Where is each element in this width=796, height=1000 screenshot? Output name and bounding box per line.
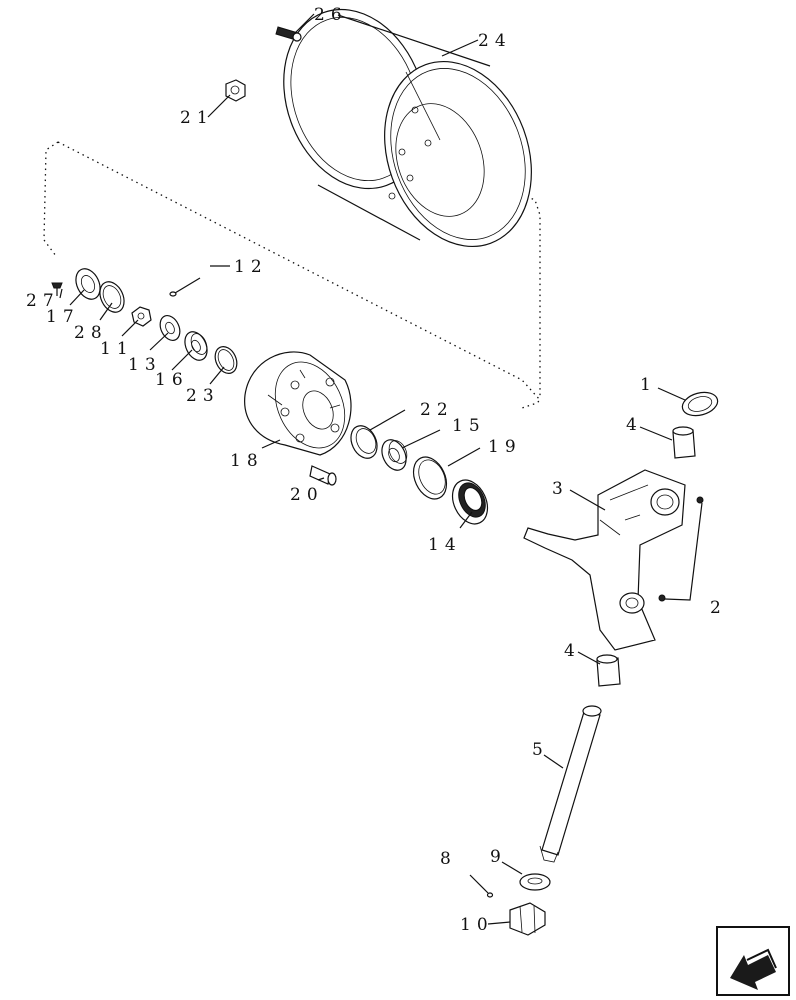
callout-24: 24 — [478, 31, 512, 51]
callout-27: 27 — [26, 291, 60, 311]
washer — [159, 315, 181, 341]
leader-lines — [59, 13, 703, 925]
callout-18: 18 — [230, 451, 264, 471]
bushing-1 — [681, 391, 719, 417]
callout-9: 9 — [490, 847, 507, 867]
assembly-dotted-outline — [43, 141, 541, 409]
callout-15: 15 — [452, 416, 486, 436]
callout-17: 17 — [46, 307, 80, 327]
spindle-knuckle — [523, 469, 686, 651]
outer-bearing — [184, 331, 208, 361]
king-pin-cotter-pin — [469, 874, 494, 898]
grease-seal — [451, 479, 489, 525]
callout-14: 14 — [428, 535, 462, 555]
callout-16: 16 — [155, 370, 189, 390]
callout-3: 3 — [552, 479, 569, 499]
callout-11: 11 — [100, 339, 134, 359]
king-pin-washer — [519, 873, 551, 891]
wheel-hub — [244, 351, 352, 456]
callout-2: 2 — [710, 598, 727, 618]
callout-22: 22 — [420, 400, 454, 420]
gasket — [99, 281, 125, 313]
inner-bearing — [381, 439, 408, 471]
inner-bearing-cup — [350, 425, 378, 459]
callout-1: 1 — [640, 375, 657, 395]
callout-20: 20 — [290, 485, 324, 505]
back-navigation-button[interactable] — [716, 926, 790, 996]
callout-23: 23 — [186, 386, 220, 406]
cotter-pin — [169, 277, 201, 297]
arrow-back-icon — [730, 948, 777, 990]
wheel-rim — [283, 8, 532, 248]
valve-stem — [275, 26, 302, 42]
wheel-stud — [309, 465, 337, 486]
callout-4-lower: 4 — [564, 641, 581, 661]
king-pin-castle-nut — [509, 902, 546, 936]
callout-19: 19 — [488, 437, 522, 457]
screw — [51, 282, 63, 296]
callout-13: 13 — [128, 355, 162, 375]
callout-12: 12 — [234, 257, 268, 277]
callout-21: 21 — [180, 108, 214, 128]
king-pin — [539, 705, 602, 863]
grease-fitting — [658, 496, 704, 602]
spacer-ring — [412, 456, 448, 500]
callout-5: 5 — [532, 740, 549, 760]
callout-8: 8 — [440, 849, 457, 869]
callout-4-upper: 4 — [626, 415, 643, 435]
bushing-lower — [596, 654, 621, 687]
callout-26: 26 — [314, 5, 348, 25]
bushing-upper — [672, 426, 696, 459]
callout-10: 10 — [460, 915, 494, 935]
callout-28: 28 — [74, 323, 108, 343]
wheel-nut — [225, 79, 246, 102]
bearing-cup — [214, 346, 238, 374]
